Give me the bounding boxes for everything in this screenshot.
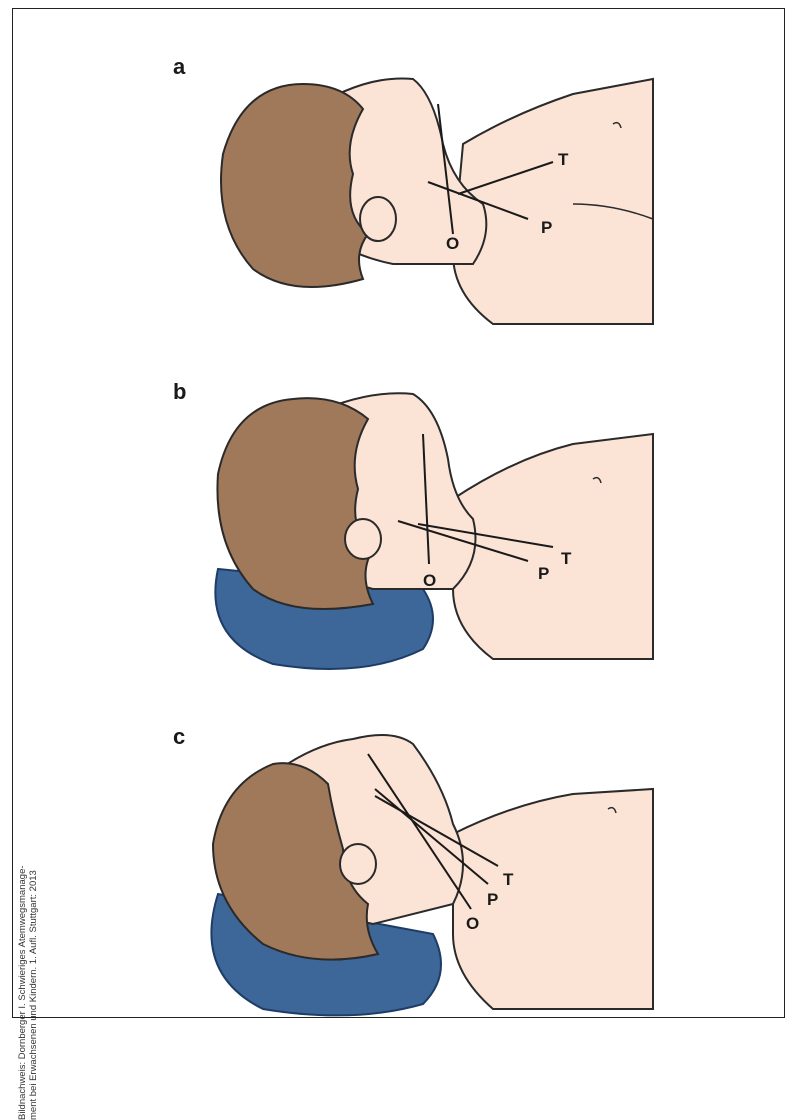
axis-label-pharyngeal-c: P — [487, 890, 498, 910]
axis-label-oral-c: O — [466, 914, 479, 934]
panel-c: c O P T — [153, 724, 653, 1024]
credit-line-1: Bildnachweis: Dornberger I. Schwieriges … — [17, 680, 28, 1120]
infant-illustration-a — [153, 54, 653, 324]
panel-label-c: c — [173, 724, 185, 750]
panel-label-a: a — [173, 54, 185, 80]
axis-label-pharyngeal-b: P — [538, 564, 549, 584]
figure-frame: a O P T b O P T — [12, 8, 785, 1018]
axis-label-tracheal-a: T — [558, 150, 568, 170]
axis-label-pharyngeal-a: P — [541, 218, 552, 238]
infant-illustration-b — [153, 379, 653, 679]
image-credit: Bildnachweis: Dornberger I. Schwieriges … — [17, 680, 39, 1120]
infant-illustration-c — [153, 724, 653, 1024]
axis-label-oral-a: O — [446, 234, 459, 254]
credit-line-2: ment bei Erwachsenen und Kindern. 1. Auf… — [28, 680, 39, 1120]
panel-a: a O P T — [153, 54, 653, 354]
axis-label-oral-b: O — [423, 571, 436, 591]
axis-label-tracheal-b: T — [561, 549, 571, 569]
axis-label-tracheal-c: T — [503, 870, 513, 890]
panel-label-b: b — [173, 379, 186, 405]
panel-b: b O P T — [153, 379, 653, 679]
